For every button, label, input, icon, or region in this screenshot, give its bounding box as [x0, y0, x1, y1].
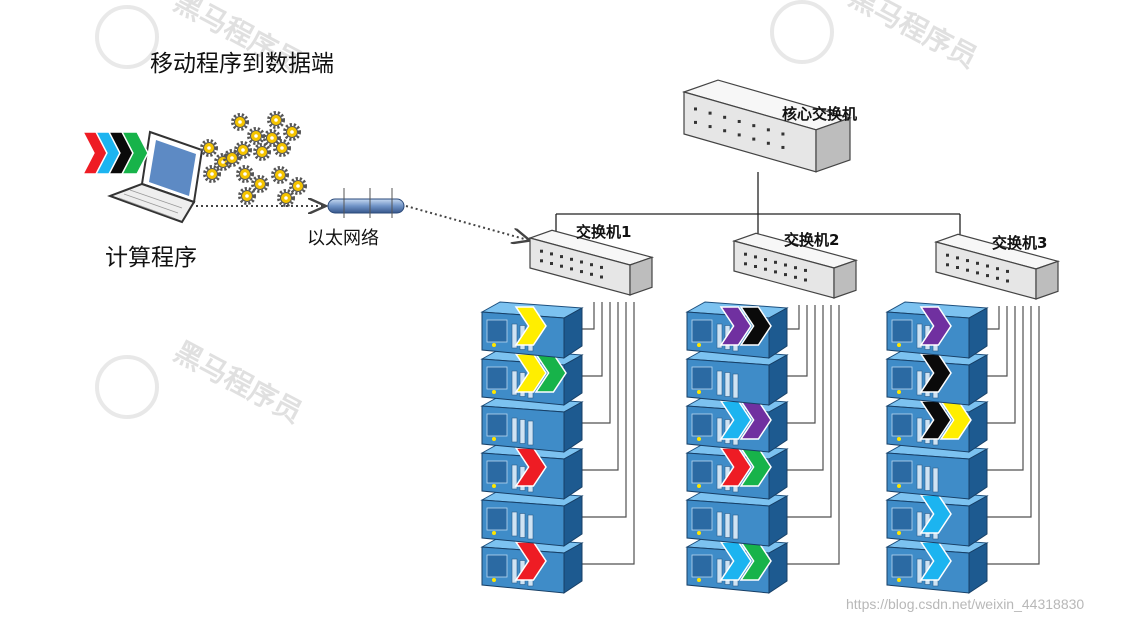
watermark-logo-icon	[95, 355, 159, 419]
server-icon	[480, 536, 584, 594]
server-cable	[783, 305, 840, 565]
switch-1-label: 交换机1	[576, 223, 632, 241]
gear-icon	[234, 141, 252, 159]
server-icon	[885, 348, 989, 406]
server-icon	[685, 489, 789, 547]
gear-icon	[277, 189, 295, 207]
rack-cables	[578, 302, 1040, 565]
gear-icon	[200, 139, 218, 157]
watermark-logo-icon	[770, 0, 834, 64]
gear-icon	[236, 165, 254, 183]
server-cable	[783, 305, 800, 330]
server-icon	[885, 489, 989, 547]
core-switch-label: 核心交换机	[782, 105, 858, 123]
gear-icon	[247, 127, 265, 145]
server-cable	[578, 302, 627, 518]
gear-icon	[273, 139, 291, 157]
server-cable	[783, 305, 816, 424]
server-icon	[685, 442, 789, 500]
network-to-switch-arrow	[405, 205, 528, 240]
core-switch-box	[682, 79, 852, 173]
gear-icon	[263, 129, 281, 147]
switch-1-box	[527, 229, 655, 296]
server-cable	[983, 306, 1016, 424]
server-icon	[885, 395, 989, 453]
compute-program-label: 计算程序	[105, 245, 197, 271]
server-icon	[885, 442, 989, 500]
switch-2-box	[731, 232, 859, 299]
laptop-icon	[107, 130, 204, 224]
switches	[527, 229, 1061, 300]
server-icon	[885, 536, 989, 594]
server-cable	[983, 306, 1000, 330]
core-switch-icon	[682, 79, 852, 173]
server-cable	[983, 306, 1032, 518]
switch-2-label: 交换机2	[784, 231, 840, 249]
program-arrow-green	[120, 131, 149, 175]
switch-3-label: 交换机3	[992, 234, 1048, 252]
gear-icon	[238, 187, 256, 205]
server-cable	[783, 305, 808, 377]
watermark: 黑马程序员	[770, 0, 984, 74]
watermark: 黑马程序员	[95, 0, 309, 79]
server-icon	[480, 442, 584, 500]
server-cable	[578, 302, 611, 424]
server-icon	[480, 489, 584, 547]
server-cable	[783, 305, 824, 471]
server-icon	[885, 301, 989, 359]
server-icon	[480, 348, 584, 406]
server-icon	[685, 395, 789, 453]
gear-icon	[267, 111, 285, 129]
gear-icon	[251, 175, 269, 193]
data-block-black	[739, 306, 772, 346]
ethernet-label: 以太网络	[307, 228, 379, 249]
watermark: 黑马程序员	[95, 334, 309, 429]
server-icon	[480, 395, 584, 453]
server-cable	[783, 305, 832, 518]
switch-3-box	[933, 233, 1061, 300]
program-arrows	[81, 131, 149, 175]
server-cable	[578, 302, 603, 377]
gear-icon	[283, 123, 301, 141]
server-cable	[578, 302, 635, 565]
data-block-yellow	[514, 306, 547, 346]
server-cable	[578, 302, 619, 471]
server-icon	[480, 301, 584, 359]
diagram-title: 移动程序到数据端	[150, 51, 334, 77]
server-cable	[578, 302, 595, 330]
source-credit: https://blog.csdn.net/weixin_44318830	[846, 596, 1085, 612]
gear-icon	[289, 177, 307, 195]
data-block-purple	[919, 306, 952, 346]
ethernet-cable-icon	[327, 188, 405, 218]
gear-icon	[253, 143, 271, 161]
gear-icon	[271, 166, 289, 184]
data-block-purple	[719, 306, 752, 346]
gear-icon	[203, 165, 221, 183]
server-cable	[983, 306, 1024, 471]
server-icon	[685, 301, 789, 359]
server-racks	[480, 301, 989, 594]
gears-cluster	[200, 111, 307, 207]
server-icon	[685, 536, 789, 594]
server-cable	[983, 306, 1040, 565]
watermark-logo-icon	[95, 5, 159, 69]
gear-icon	[231, 113, 249, 131]
server-icon	[685, 348, 789, 406]
server-cable	[983, 306, 1008, 377]
gear-icon	[223, 149, 241, 167]
